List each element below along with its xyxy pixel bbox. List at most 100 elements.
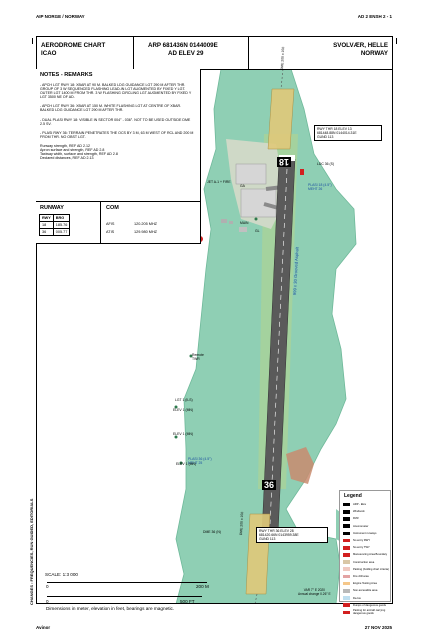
- legend-label: Parking for aircraft carrying dangerous …: [353, 609, 386, 616]
- elevation-label: ELEV 1 (MN): [173, 408, 193, 412]
- legend-item: De-Ice: [343, 594, 390, 601]
- legend-swatch: [343, 560, 350, 564]
- legend-label: RVR: [353, 517, 359, 521]
- legend-label: Windsock: [353, 510, 365, 514]
- legend-item: Windsock: [343, 508, 390, 515]
- com-table-title: COM: [106, 205, 119, 211]
- legend-swatch: [343, 567, 350, 572]
- page-footer-left: Avinor: [36, 625, 51, 630]
- note-paragraph: - APCH LGT RWY 18: XBAR AT 90 M. BALKED …: [40, 83, 192, 100]
- scale-bar-feet: [47, 596, 202, 597]
- legend-item: Non accessible area: [343, 587, 390, 594]
- runway-col-header: BRG: [52, 214, 71, 222]
- country-name: NORWAY: [360, 50, 388, 57]
- legend-label: Construction area: [353, 560, 375, 564]
- apron-gl-label: GL: [255, 229, 260, 233]
- plasi-36-label: PLASI 36 (4.5°) MEHT 25: [188, 457, 212, 465]
- legend-item: No entry TWY: [343, 544, 390, 551]
- legend-swatch: [343, 596, 350, 600]
- runway-cell: 185.76: [52, 221, 71, 229]
- legend-item: Parking for aircraft carrying dangerous …: [343, 609, 390, 616]
- legend-label: Anemometer: [353, 524, 369, 528]
- legend-swatch: [343, 517, 350, 521]
- legend-swatch: [343, 610, 350, 615]
- legend-swatch: [343, 531, 350, 536]
- corner-mark: [396, 38, 397, 44]
- legend-label: Non accessible area: [353, 589, 378, 593]
- legend-item: Parking (holding chart criteria): [343, 566, 390, 573]
- units-note: Dimensions in meter, elevation in feet, …: [46, 606, 175, 611]
- corner-mark: [32, 38, 33, 44]
- legend-item: No entry RWY: [343, 537, 390, 544]
- scale-zero-ft: 0: [46, 599, 49, 604]
- legend-label: Manoeuvring Area Boundary: [353, 553, 388, 557]
- runway-cell: 005.77: [52, 228, 71, 236]
- legend-label: ARP - Elev: [353, 503, 367, 507]
- com-frequency: 120.205 MHZ: [134, 222, 158, 226]
- note-ref: Apron surface and strength, REF AD 2.8: [40, 147, 105, 152]
- legend-title: Legend: [344, 493, 362, 499]
- legend-item: Anemometer: [343, 523, 390, 530]
- runway-col-header: RWY: [39, 214, 54, 222]
- legend-item: ARP - Elev: [343, 501, 390, 508]
- com-service: AFIS: [106, 222, 115, 226]
- page-header-right: AD 2 ENSH 2 - 1: [357, 14, 392, 19]
- legend-item: Engine Testing Area: [343, 580, 390, 587]
- scale-label: SCALE: 1:3 000: [45, 572, 78, 577]
- chart-frame: [36, 36, 393, 604]
- legend-swatch: [343, 538, 350, 543]
- runway-36-designator: 36: [262, 480, 277, 490]
- fuel-label: JET A-1 + FIRE: [207, 180, 231, 184]
- note-ref: Taxiway width, surface and strength, REF…: [40, 151, 118, 156]
- legend-swatch: [343, 553, 350, 557]
- legend-item: Construction area: [343, 559, 390, 566]
- scale-bar-meters: [47, 582, 207, 583]
- legend-item: Dumps of dangerous goods: [343, 602, 390, 609]
- elevation-label: ELEV 1 (MN): [173, 432, 193, 436]
- note-ref: Runway strength, REF AD 2.12: [40, 143, 90, 148]
- threshold-36-info: RWY THR 36 ELEV 28 681420.66N 0143959.38…: [256, 527, 328, 543]
- note-paragraph: - PLASI RWY 36: TERRAIN PENETRATES THE O…: [40, 130, 194, 139]
- arp-coordinates: ARP 681436N 0144009E: [148, 42, 218, 49]
- runway-18-designator: 18: [277, 157, 292, 167]
- note-ref: Declared distances, REF AD 2.13: [40, 155, 94, 160]
- com-service: ATIS: [106, 230, 115, 234]
- ad-elevation: AD ELEV 29: [168, 50, 204, 57]
- remote-tower-label: Remote TWR: [192, 353, 204, 361]
- notes-heading: NOTES - REMARKS: [40, 72, 93, 78]
- legend-label: Fire drill area: [353, 574, 369, 578]
- com-frequency: 129.980 MHZ: [134, 230, 158, 234]
- legend-label: Instrument runways: [353, 531, 377, 535]
- chart-title: AERODROME CHART: [41, 42, 106, 49]
- legend-item: Fire drill area: [343, 573, 390, 580]
- apron-main-label: MAIN: [240, 221, 249, 225]
- legend-item: RVR: [343, 515, 390, 522]
- notes-panel: NOTES - REMARKS - APCH LGT RWY 18: XBAR …: [36, 69, 201, 202]
- legend-swatch: [343, 509, 350, 514]
- runway-table-title: RUNWAY: [40, 205, 64, 211]
- apron-ga-label: GA: [240, 184, 245, 188]
- legend-label: De-Ice: [353, 596, 361, 600]
- legend-label: No entry TWY: [353, 546, 370, 550]
- header-divider: [36, 69, 393, 70]
- legend-swatch: [343, 574, 350, 579]
- legend-label: Dumps of dangerous goods: [353, 603, 387, 607]
- threshold-18-info: RWY THR 18 ELEV 13 681448.88N 0144014.31…: [314, 125, 382, 141]
- legend-swatch: [343, 545, 350, 550]
- runway-cell: 36: [39, 228, 54, 236]
- legend-item: Manoeuvring Area Boundary: [343, 551, 390, 558]
- plasi-18-label: PLASI 18 (4.5°) MEHT 26: [308, 183, 332, 191]
- legend-swatch: [343, 589, 350, 593]
- legend-label: No entry RWY: [353, 539, 371, 543]
- page-footer-right: 27 NOV 2025: [364, 625, 392, 630]
- magnetic-variation: VAR 7° E 2020 Annual change 0.26° E: [298, 588, 331, 596]
- legend-swatch: [343, 524, 350, 528]
- legend-label: Parking (holding chart criteria): [353, 567, 389, 571]
- scale-500ft: 500 FT: [180, 599, 195, 604]
- scale-200m: 200 M: [196, 584, 209, 589]
- header-cell-arp: [134, 36, 249, 69]
- header-cell-title: [36, 36, 134, 69]
- changes-note: CHANGES : FREQUENCIES, RUN GUIDED, EDITO…: [29, 498, 34, 605]
